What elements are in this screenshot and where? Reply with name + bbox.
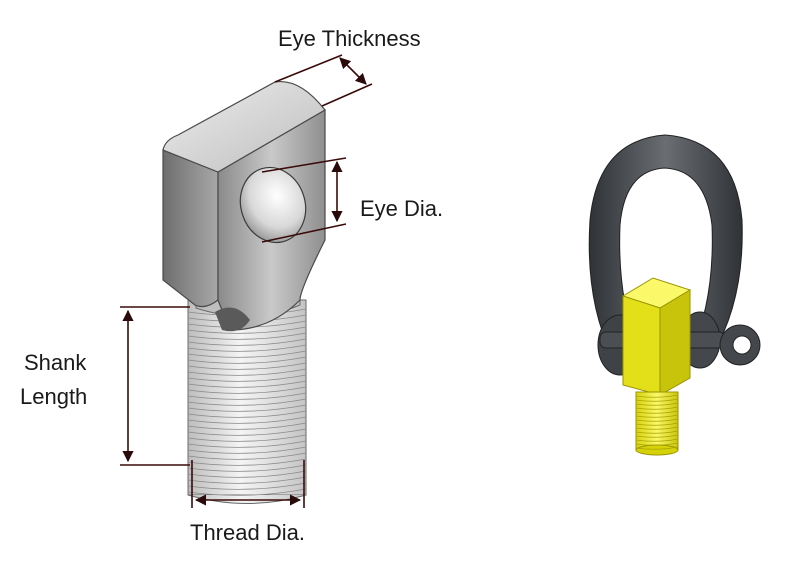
thread-line <box>187 380 307 388</box>
shackle-swivel-hoist-ring <box>588 134 761 456</box>
thread-line <box>187 416 307 424</box>
swivel-threaded-stud <box>635 391 679 456</box>
thread-line <box>187 392 307 400</box>
shank-length-label-line1: Shank <box>24 350 87 375</box>
thread-line <box>187 368 307 376</box>
thread-line <box>187 326 307 334</box>
stud-thread-line <box>635 434 679 438</box>
shank-length-dimension <box>120 306 190 466</box>
thread-line <box>187 356 307 364</box>
eye-dia-dimension <box>261 157 347 243</box>
thread-line <box>187 428 307 436</box>
thread-line <box>187 374 307 382</box>
eye-thickness-dimension <box>274 54 373 107</box>
stud-thread-line <box>635 402 679 406</box>
thread-line <box>187 476 307 484</box>
thread-line <box>187 332 307 340</box>
shank-length-label-line2: Length <box>20 384 87 409</box>
stud-thread-line <box>635 446 679 450</box>
eye-bolt-drawing: Eye Thickness Eye Dia. Shank Length Thre… <box>20 26 443 545</box>
head-notch <box>215 307 250 332</box>
stud-thread-line <box>635 410 679 414</box>
eye-dia-label: Eye Dia. <box>360 196 443 221</box>
stud-thread-line <box>635 414 679 418</box>
stud-thread-line <box>635 422 679 426</box>
swivel-block-front <box>622 295 661 396</box>
thread-line <box>187 464 307 472</box>
thread-dia-label: Thread Dia. <box>190 520 305 545</box>
thread-line <box>187 446 307 454</box>
thread-dia-dimension <box>191 460 305 508</box>
thread-line <box>187 470 307 478</box>
thread-line <box>187 344 307 352</box>
thread-line <box>187 410 307 418</box>
shackle-pin-eye <box>719 324 761 366</box>
swivel-block-side <box>659 289 691 396</box>
thread-line <box>187 404 307 412</box>
thread-line <box>187 440 307 448</box>
thread-line <box>187 434 307 442</box>
stud-thread-line <box>635 398 679 402</box>
thread-line <box>187 350 307 358</box>
thread-line <box>187 386 307 394</box>
stud-thread-line <box>635 406 679 410</box>
stud-thread-line <box>635 394 679 398</box>
thread-line <box>187 422 307 430</box>
eye-head-front <box>162 149 219 308</box>
eye-thickness-label: Eye Thickness <box>278 26 421 51</box>
thread-line <box>187 362 307 370</box>
thread-line <box>187 452 307 460</box>
thread-line <box>187 458 307 466</box>
thread-line <box>187 398 307 406</box>
stud-thread-line <box>635 442 679 446</box>
thread-line <box>187 338 307 346</box>
stud-thread-line <box>635 430 679 434</box>
thread-line <box>187 482 307 490</box>
eye-hole <box>239 166 307 244</box>
stud-thread-line <box>635 426 679 430</box>
stud-thread-line <box>635 418 679 422</box>
threaded-shank <box>187 299 307 504</box>
stud-thread-line <box>635 438 679 442</box>
